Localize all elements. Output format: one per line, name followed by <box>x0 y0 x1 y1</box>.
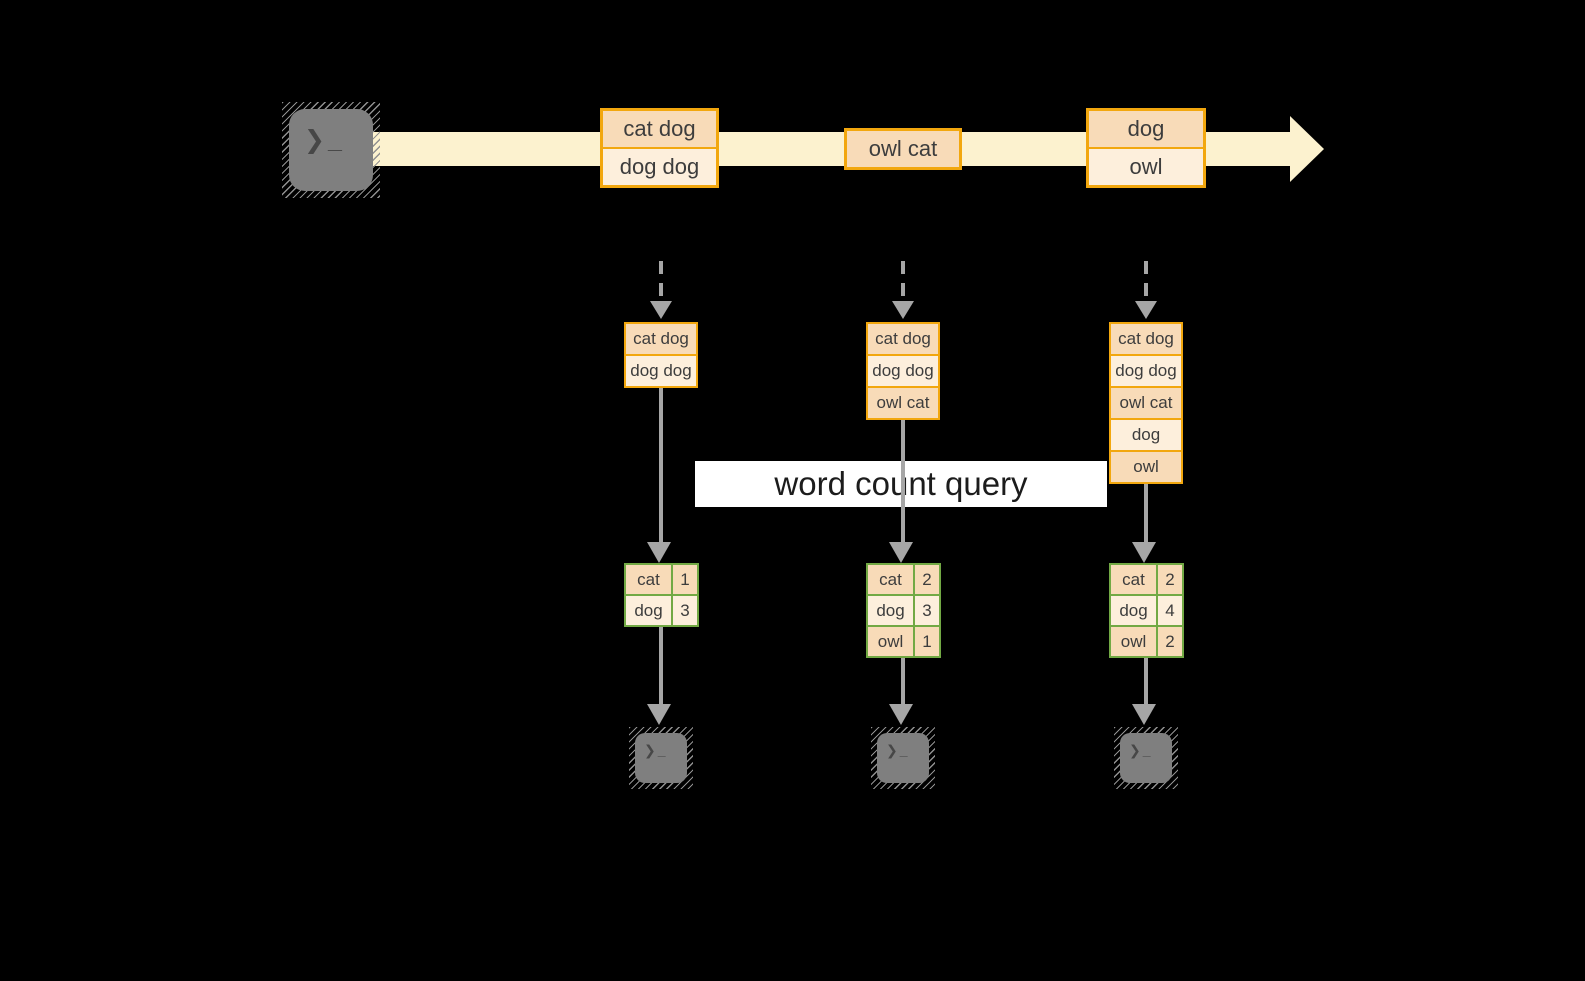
arrowhead-down-icon <box>889 704 913 725</box>
input-row: dog dog <box>626 354 696 386</box>
input-row: dog dog <box>1111 354 1181 386</box>
stream-batch-1: cat dog dog dog <box>600 108 719 188</box>
sink-terminal-icon: ❯_ <box>871 727 935 789</box>
arrowhead-down-icon <box>650 301 672 319</box>
count-value: 1 <box>680 569 690 589</box>
dashed-arrow-line <box>659 261 663 302</box>
arrowhead-down-icon <box>1132 542 1156 563</box>
count-row: cat 2 <box>868 565 939 594</box>
arrowhead-down-icon <box>1135 301 1157 319</box>
batch-row: cat dog <box>603 111 716 147</box>
count-value: 2 <box>1165 631 1175 651</box>
terminal-prompt-icon: ❯_ <box>877 733 929 783</box>
arrowhead-down-icon <box>892 301 914 319</box>
input-row: dog <box>1111 418 1181 450</box>
dashed-arrow-line <box>1144 261 1148 302</box>
input-row: owl cat <box>868 386 938 418</box>
input-row: owl cat <box>1111 386 1181 418</box>
batch-row: owl cat <box>847 131 959 167</box>
count-word: owl <box>868 627 915 656</box>
count-word: cat <box>1111 565 1158 594</box>
count-word: dog <box>626 596 673 625</box>
input-row: dog dog <box>868 354 938 386</box>
terminal-prompt-icon: ❯_ <box>635 733 687 783</box>
count-row: owl 2 <box>1111 625 1182 656</box>
terminal-prompt-icon: ❯_ <box>1120 733 1172 783</box>
batch-row: dog <box>1089 111 1203 147</box>
arrowhead-down-icon <box>647 704 671 725</box>
count-word: dog <box>868 596 915 625</box>
arrow-line <box>1144 483 1148 542</box>
count-table-2: cat 2 dog 3 owl 1 <box>866 563 941 658</box>
count-word: cat <box>868 565 915 594</box>
sink-terminal-icon: ❯_ <box>1114 727 1178 789</box>
count-row: cat 1 <box>626 565 697 594</box>
count-value: 3 <box>922 600 932 620</box>
input-row: cat dog <box>626 324 696 354</box>
input-stack-1: cat dog dog dog <box>624 322 698 388</box>
input-row: cat dog <box>1111 324 1181 354</box>
input-row: cat dog <box>868 324 938 354</box>
terminal-prompt-icon: ❯_ <box>289 109 373 191</box>
count-word: dog <box>1111 596 1158 625</box>
input-stack-3: cat dog dog dog owl cat dog owl <box>1109 322 1183 484</box>
sink-terminal-icon: ❯_ <box>629 727 693 789</box>
count-value: 4 <box>1165 600 1175 620</box>
stream-batch-3: dog owl <box>1086 108 1206 188</box>
count-table-3: cat 2 dog 4 owl 2 <box>1109 563 1184 658</box>
count-table-1: cat 1 dog 3 <box>624 563 699 627</box>
arrow-line <box>659 387 663 542</box>
count-word: cat <box>626 565 673 594</box>
arrow-line <box>659 626 663 704</box>
batch-row: dog dog <box>603 147 716 185</box>
input-row: owl <box>1111 450 1181 482</box>
count-value: 2 <box>922 569 932 589</box>
stream-arrowhead-icon <box>1290 116 1324 182</box>
count-value: 1 <box>922 631 932 651</box>
count-value: 2 <box>1165 569 1175 589</box>
stream-batch-2: owl cat <box>844 128 962 170</box>
count-row: dog 3 <box>868 594 939 625</box>
batch-row: owl <box>1089 147 1203 185</box>
arrowhead-down-icon <box>1132 704 1156 725</box>
input-stack-2: cat dog dog dog owl cat <box>866 322 940 420</box>
count-row: owl 1 <box>868 625 939 656</box>
arrow-line <box>901 656 905 704</box>
arrowhead-down-icon <box>647 542 671 563</box>
arrowhead-down-icon <box>889 542 913 563</box>
count-word: owl <box>1111 627 1158 656</box>
count-row: cat 2 <box>1111 565 1182 594</box>
count-row: dog 3 <box>626 594 697 625</box>
source-terminal-icon: ❯_ <box>282 102 380 198</box>
count-value: 3 <box>680 600 690 620</box>
dashed-arrow-line <box>901 261 905 302</box>
arrow-line <box>1144 656 1148 704</box>
count-row: dog 4 <box>1111 594 1182 625</box>
arrow-line <box>901 414 905 542</box>
